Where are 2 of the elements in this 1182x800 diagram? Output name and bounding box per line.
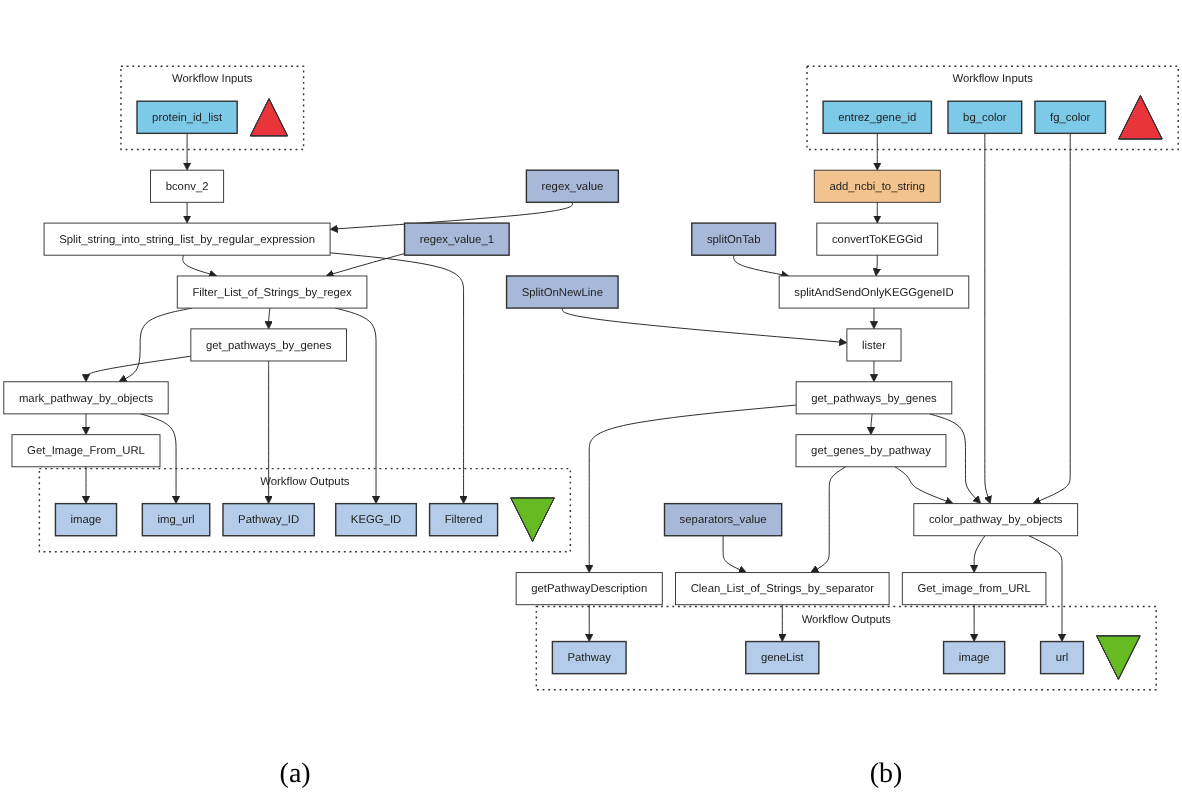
panel-label: (b) bbox=[869, 760, 903, 792]
panel-label: (a) bbox=[279, 760, 311, 792]
